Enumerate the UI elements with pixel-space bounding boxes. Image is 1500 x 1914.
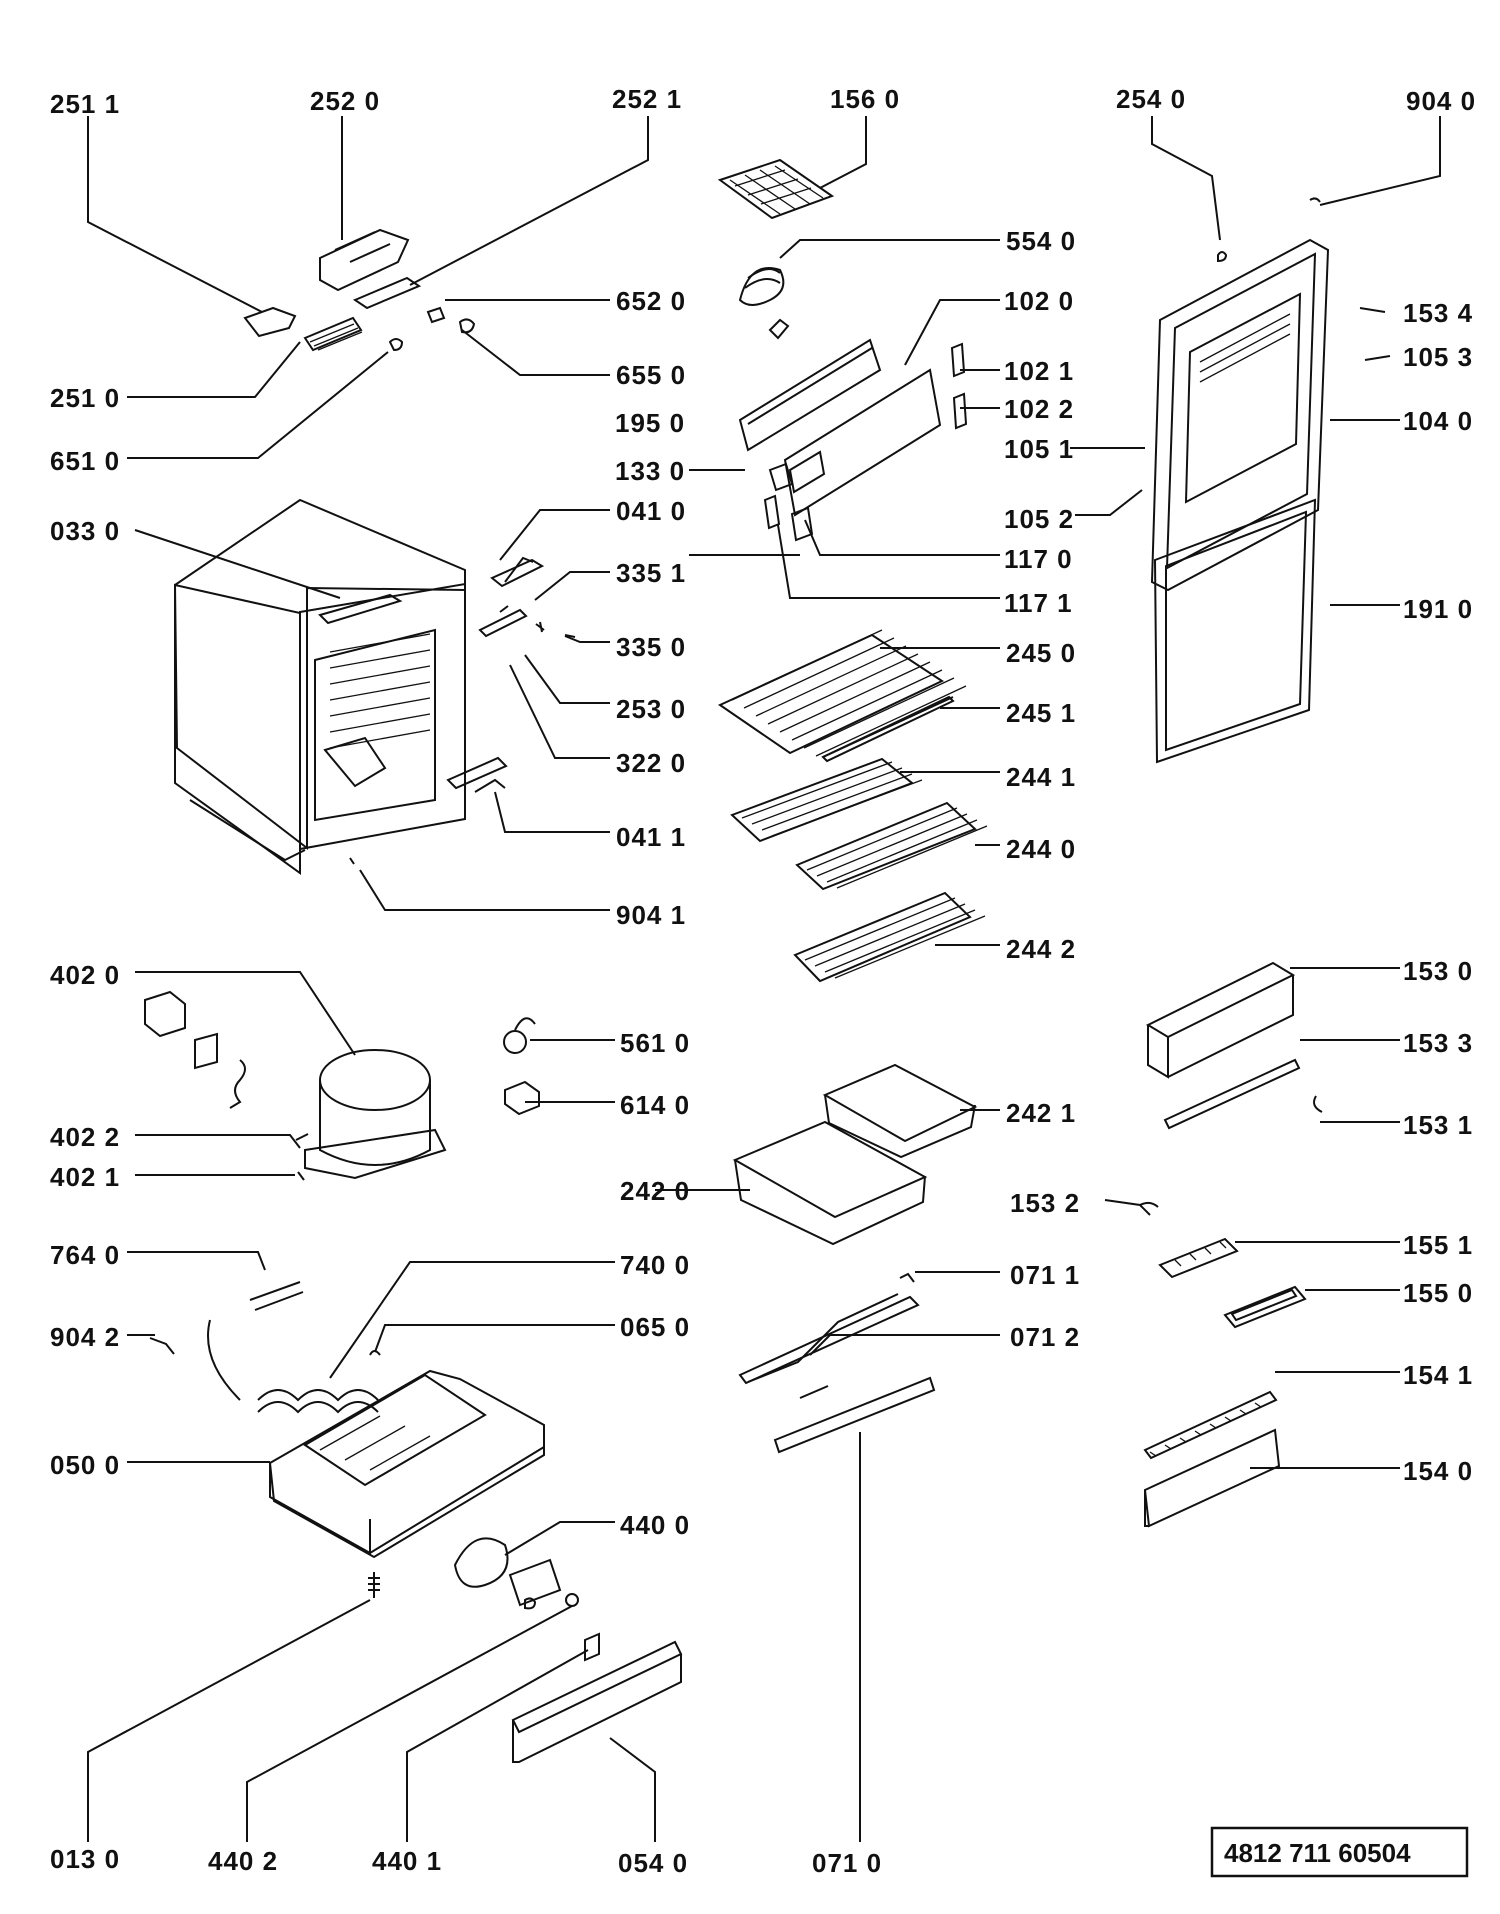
label-102-1: 102 1: [1004, 356, 1074, 386]
label-153-3: 153 3: [1403, 1028, 1473, 1058]
label-554-0: 554 0: [1006, 226, 1076, 256]
label-071-2: 071 2: [1010, 1322, 1080, 1352]
label-041-1: 041 1: [616, 822, 686, 852]
label-245-0: 245 0: [1006, 638, 1076, 668]
label-764-0: 764 0: [50, 1240, 120, 1270]
label-191-0: 191 0: [1403, 594, 1473, 624]
thermostat-group-drawing: [243, 228, 476, 352]
label-253-0: 253 0: [616, 694, 686, 724]
label-904-1: 904 1: [616, 900, 686, 930]
label-904-0: 904 0: [1406, 86, 1476, 116]
label-117-0: 117 0: [1004, 544, 1073, 574]
label-071-0: 071 0: [812, 1848, 882, 1878]
label-041-0: 041 0: [616, 496, 686, 526]
door-drawing: [1150, 197, 1330, 592]
label-153-1: 153 1: [1403, 1110, 1473, 1140]
label-322-0: 322 0: [616, 748, 686, 778]
door-gasket-drawing: [1153, 498, 1317, 764]
label-155-0: 155 0: [1403, 1278, 1473, 1308]
label-655-0: 655 0: [616, 360, 686, 390]
egg-tray-drawing: [1143, 1237, 1307, 1528]
label-251-0: 251 0: [50, 383, 120, 413]
base-tray-drawing: [149, 1281, 545, 1559]
label-651-0: 651 0: [50, 446, 120, 476]
label-153-2: 153 2: [1010, 1188, 1080, 1218]
label-335-0: 335 0: [616, 632, 686, 662]
label-156-0: 156 0: [830, 84, 900, 114]
wire-shelves-drawing: [717, 629, 988, 983]
label-335-1: 335 1: [616, 558, 686, 588]
label-054-0: 054 0: [618, 1848, 688, 1878]
label-104-0: 104 0: [1403, 406, 1473, 436]
label-614-0: 614 0: [620, 1090, 690, 1120]
label-244-1: 244 1: [1006, 762, 1076, 792]
label-245-1: 245 1: [1006, 698, 1076, 728]
label-252-0: 252 0: [310, 86, 380, 116]
label-904-2: 904 2: [50, 1322, 120, 1352]
label-252-1: 252 1: [612, 84, 682, 114]
label-242-0: 242 0: [620, 1176, 690, 1206]
screw-drawing: [368, 1572, 380, 1598]
label-244-2: 244 2: [1006, 934, 1076, 964]
label-652-0: 652 0: [616, 286, 686, 316]
hinge-parts-drawing: [349, 556, 576, 865]
ice-tray-drawing: [717, 158, 835, 220]
label-402-2: 402 2: [50, 1122, 120, 1152]
label-050-0: 050 0: [50, 1450, 120, 1480]
label-244-0: 244 0: [1006, 834, 1076, 864]
label-071-1: 071 1: [1010, 1260, 1080, 1290]
label-033-0: 033 0: [50, 516, 120, 546]
label-440-0: 440 0: [620, 1510, 690, 1540]
small-parts-drawing: [503, 1017, 540, 1116]
label-440-1: 440 1: [372, 1846, 442, 1876]
label-153-4: 153 4: [1403, 298, 1473, 328]
label-251-1: 251 1: [50, 89, 120, 119]
spring-drawing: [738, 267, 790, 340]
freezer-flap-drawing: [738, 338, 968, 542]
label-133-0: 133 0: [615, 456, 685, 486]
label-154-0: 154 0: [1403, 1456, 1473, 1486]
label-242-1: 242 1: [1006, 1098, 1076, 1128]
kick-plate-drawing: [511, 1640, 683, 1763]
leader-lines: [87, 116, 1441, 1842]
crisper-drawers-drawing: [732, 1063, 978, 1246]
label-740-0: 740 0: [620, 1250, 690, 1280]
label-153-0: 153 0: [1403, 956, 1473, 986]
label-013-0: 013 0: [50, 1844, 120, 1874]
compressor-drawing: [144, 990, 447, 1181]
fan-motor-drawing: [453, 1537, 600, 1662]
part-labels: 251 1 252 0 252 1 156 0 254 0 904 0 554 …: [50, 84, 1476, 1878]
reference-number-box: 4812 711 60504: [1210, 1826, 1469, 1878]
label-154-1: 154 1: [1403, 1360, 1473, 1390]
label-102-0: 102 0: [1004, 286, 1074, 316]
label-195-0: 195 0: [615, 408, 685, 438]
label-105-3: 105 3: [1403, 342, 1473, 372]
label-105-1: 105 1: [1004, 434, 1074, 464]
label-254-0: 254 0: [1116, 84, 1186, 114]
label-402-1: 402 1: [50, 1162, 120, 1192]
label-102-2: 102 2: [1004, 394, 1074, 424]
label-561-0: 561 0: [620, 1028, 690, 1058]
label-440-2: 440 2: [208, 1846, 278, 1876]
label-155-1: 155 1: [1403, 1230, 1473, 1260]
rail-drawing: [738, 1272, 936, 1454]
label-117-1: 117 1: [1004, 588, 1073, 618]
reference-number: 4812 711 60504: [1224, 1838, 1411, 1868]
label-402-0: 402 0: [50, 960, 120, 990]
door-shelf-drawing: [1139, 961, 1323, 1208]
label-065-0: 065 0: [620, 1312, 690, 1342]
cabinet-drawing: [173, 498, 466, 875]
label-105-2: 105 2: [1004, 504, 1074, 534]
